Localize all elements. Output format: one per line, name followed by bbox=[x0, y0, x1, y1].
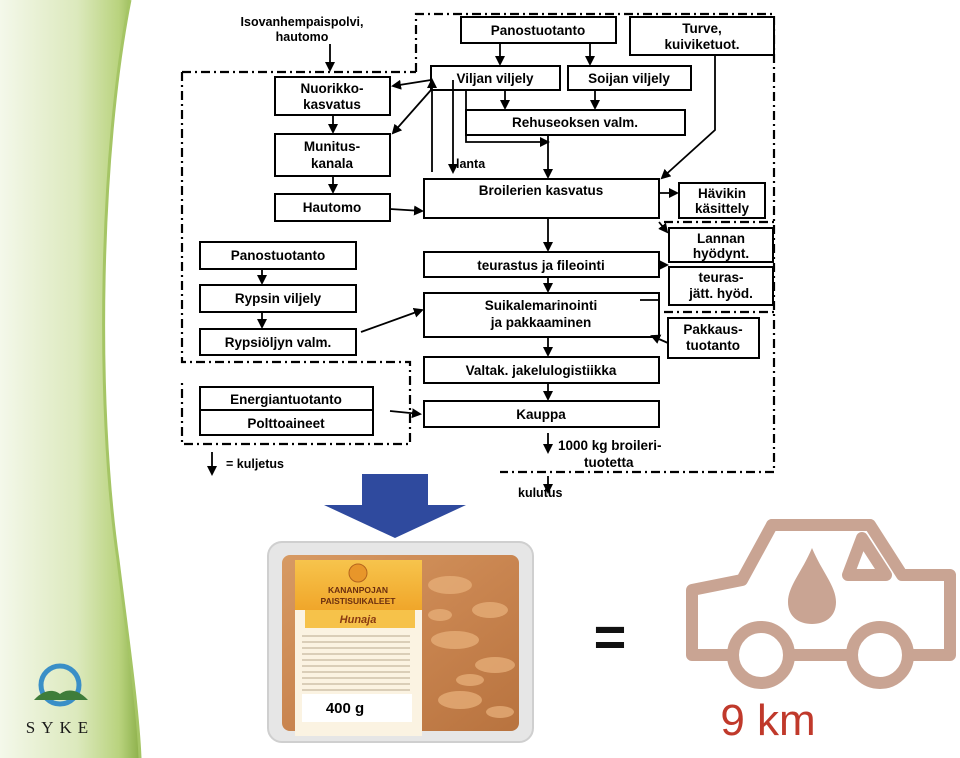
box-pakkaus bbox=[667, 317, 760, 359]
label-viljan: Viljan viljely bbox=[456, 71, 534, 86]
box-soijan-viljely bbox=[567, 65, 692, 91]
fuel-drop-icon bbox=[788, 548, 836, 624]
label-nuorikko-2: kasvatus bbox=[303, 97, 361, 112]
label-panostuotanto-left: Panostuotanto bbox=[231, 248, 326, 263]
box-broilerien bbox=[423, 178, 660, 219]
box-panostuotanto-top bbox=[460, 16, 617, 44]
box-turve bbox=[629, 16, 775, 56]
diagram-texts: Panostuotanto Turve, kuiviketuot. Viljan… bbox=[225, 15, 753, 500]
label-rehuseos: Rehuseoksen valm. bbox=[512, 115, 638, 130]
label-suikale-1: Suikalemarinointi bbox=[485, 298, 598, 313]
box-panostuotanto-left bbox=[199, 241, 357, 270]
box-hautomo bbox=[274, 193, 391, 222]
package-brand-1: KANANPOJAN bbox=[328, 585, 388, 595]
label-munitus-1: Munitus- bbox=[304, 139, 360, 154]
label-isovanhempais-2: hautomo bbox=[276, 30, 329, 44]
label-lanta: lanta bbox=[456, 157, 486, 171]
package-brand-2: PAISTISUIKALEET bbox=[321, 596, 397, 606]
label-panostuotanto-top: Panostuotanto bbox=[491, 23, 586, 38]
box-munitus bbox=[274, 133, 391, 177]
chicken-package-image: KANANPOJAN PAISTISUIKALEET Hunaja 400 g bbox=[267, 541, 534, 743]
label-turve-1: Turve, bbox=[682, 21, 722, 36]
box-valtak bbox=[423, 356, 660, 384]
syke-logo: SYKE bbox=[26, 663, 94, 737]
box-lannan bbox=[668, 227, 774, 263]
box-havikin bbox=[678, 182, 766, 219]
package-weight: 400 g bbox=[326, 700, 364, 717]
box-teurastus bbox=[423, 251, 660, 278]
label-havikin-1: Hävikin bbox=[698, 186, 746, 201]
label-lannan-1: Lannan bbox=[697, 231, 745, 246]
label-kulutus: kulutus bbox=[518, 486, 562, 500]
flow-diagram bbox=[180, 12, 776, 494]
syke-logo-text: SYKE bbox=[26, 718, 94, 737]
big-down-arrow bbox=[324, 474, 466, 538]
label-teurastus: teurastus ja fileointi bbox=[477, 258, 605, 273]
equals-sign: = bbox=[594, 605, 627, 668]
system-boundary bbox=[180, 12, 776, 474]
label-kauppa: Kauppa bbox=[516, 407, 566, 422]
box-suikale bbox=[423, 292, 660, 338]
label-energia: Energiantuotanto bbox=[230, 392, 342, 407]
box-rypsin bbox=[199, 284, 357, 313]
car-icon bbox=[686, 519, 956, 689]
label-rypsin: Rypsin viljely bbox=[235, 291, 322, 306]
flow-arrows bbox=[207, 43, 716, 494]
package-flavor: Hunaja bbox=[340, 614, 377, 626]
label-havikin-2: käsittely bbox=[695, 201, 750, 216]
label-turve-2: kuiviketuot. bbox=[664, 37, 739, 52]
box-nuorikko bbox=[274, 76, 391, 116]
box-rypsioljyn bbox=[199, 328, 357, 356]
label-suikale-2: ja pakkaaminen bbox=[490, 315, 592, 330]
label-hautomo: Hautomo bbox=[303, 200, 362, 215]
legend-kuljetus: = kuljetus bbox=[226, 457, 284, 471]
label-output-2: tuotetta bbox=[584, 455, 634, 470]
label-lannan-2: hyödynt. bbox=[693, 246, 749, 261]
label-output-1: 1000 kg broileri- bbox=[558, 438, 662, 453]
label-munitus-2: kanala bbox=[311, 156, 354, 171]
label-isovanhempais-1: Isovanhempaispolvi, bbox=[241, 15, 364, 29]
label-teurasjatt-1: teuras- bbox=[698, 270, 743, 285]
label-teurasjatt-2: jätt. hyöd. bbox=[688, 286, 753, 301]
label-broilerien: Broilerien kasvatus bbox=[479, 183, 604, 198]
sidebar-decoration bbox=[0, 0, 142, 758]
distance-value: 9 km bbox=[720, 696, 815, 745]
label-pakkaus-2: tuotanto bbox=[686, 338, 740, 353]
label-soijan: Soijan viljely bbox=[588, 71, 670, 86]
label-valtak: Valtak. jakelulogistiikka bbox=[466, 363, 617, 378]
label-polttoaineet: Polttoaineet bbox=[247, 416, 325, 431]
box-polttoaineet bbox=[199, 409, 374, 436]
label-nuorikko-1: Nuorikko- bbox=[300, 81, 363, 96]
box-teurasjatt bbox=[668, 266, 774, 306]
label-pakkaus-1: Pakkaus- bbox=[683, 322, 742, 337]
label-rypsioljyn: Rypsiöljyn valm. bbox=[225, 335, 332, 350]
box-kauppa bbox=[423, 400, 660, 428]
box-rehuseoksen bbox=[465, 109, 686, 136]
